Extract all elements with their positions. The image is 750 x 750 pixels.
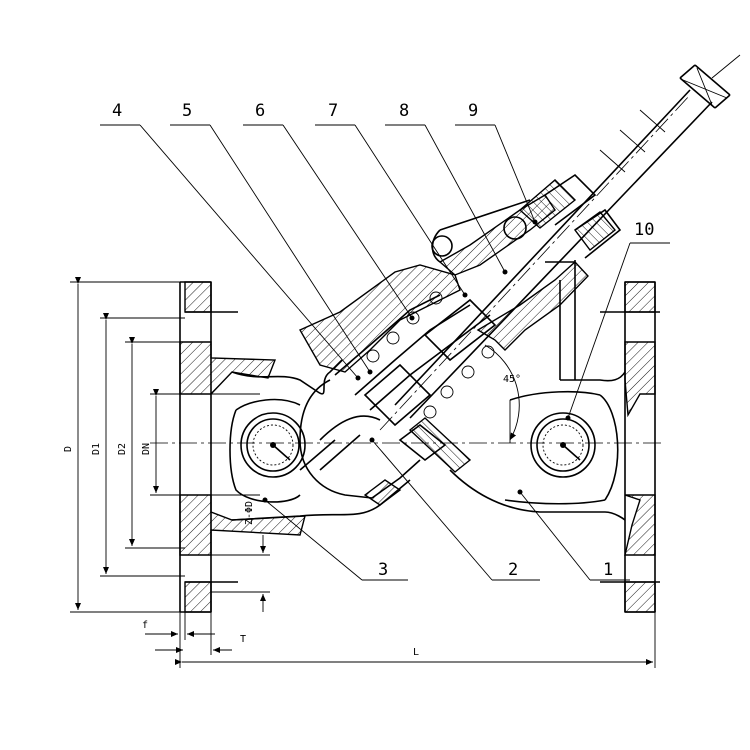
dim-D2: D2 [117, 443, 128, 455]
callout-6: 6 [255, 101, 265, 121]
callout-9: 9 [468, 101, 478, 121]
angle-label: 45° [503, 374, 521, 385]
callout-4: 4 [112, 101, 122, 121]
callout-7: 7 [328, 101, 338, 121]
dim-L: L [413, 647, 419, 658]
stem [379, 54, 741, 431]
dim-D: D [63, 446, 74, 452]
dim-D1: D1 [91, 443, 102, 455]
callout-5: 5 [182, 101, 192, 121]
dim-DN: DN [141, 443, 152, 455]
diameter-dimensions: D D1 D2 DN Z-ΦD [63, 277, 270, 613]
callout-2: 2 [508, 560, 518, 580]
bonnet [299, 173, 622, 373]
piston-assembly [299, 291, 497, 506]
callout-3: 3 [378, 560, 388, 580]
horizontal-dimensions: f T L [142, 612, 656, 668]
callout-leaders-bottom [262, 437, 630, 581]
right-pressure-gauge [530, 412, 596, 478]
left-flange [150, 281, 306, 613]
dim-f: f [142, 620, 148, 631]
angle-indicator: 45° [484, 344, 521, 443]
dim-T: T [240, 634, 246, 645]
callout-1: 1 [603, 560, 613, 580]
dim-bolt-holes: Z-ΦD [244, 501, 255, 525]
callout-numbers: 4 5 6 7 8 9 10 3 2 1 [112, 101, 654, 580]
callout-leaders [100, 124, 670, 421]
callout-8: 8 [399, 101, 409, 121]
left-pressure-gauge [240, 412, 306, 478]
callout-10: 10 [634, 220, 654, 240]
right-flange [600, 281, 660, 613]
